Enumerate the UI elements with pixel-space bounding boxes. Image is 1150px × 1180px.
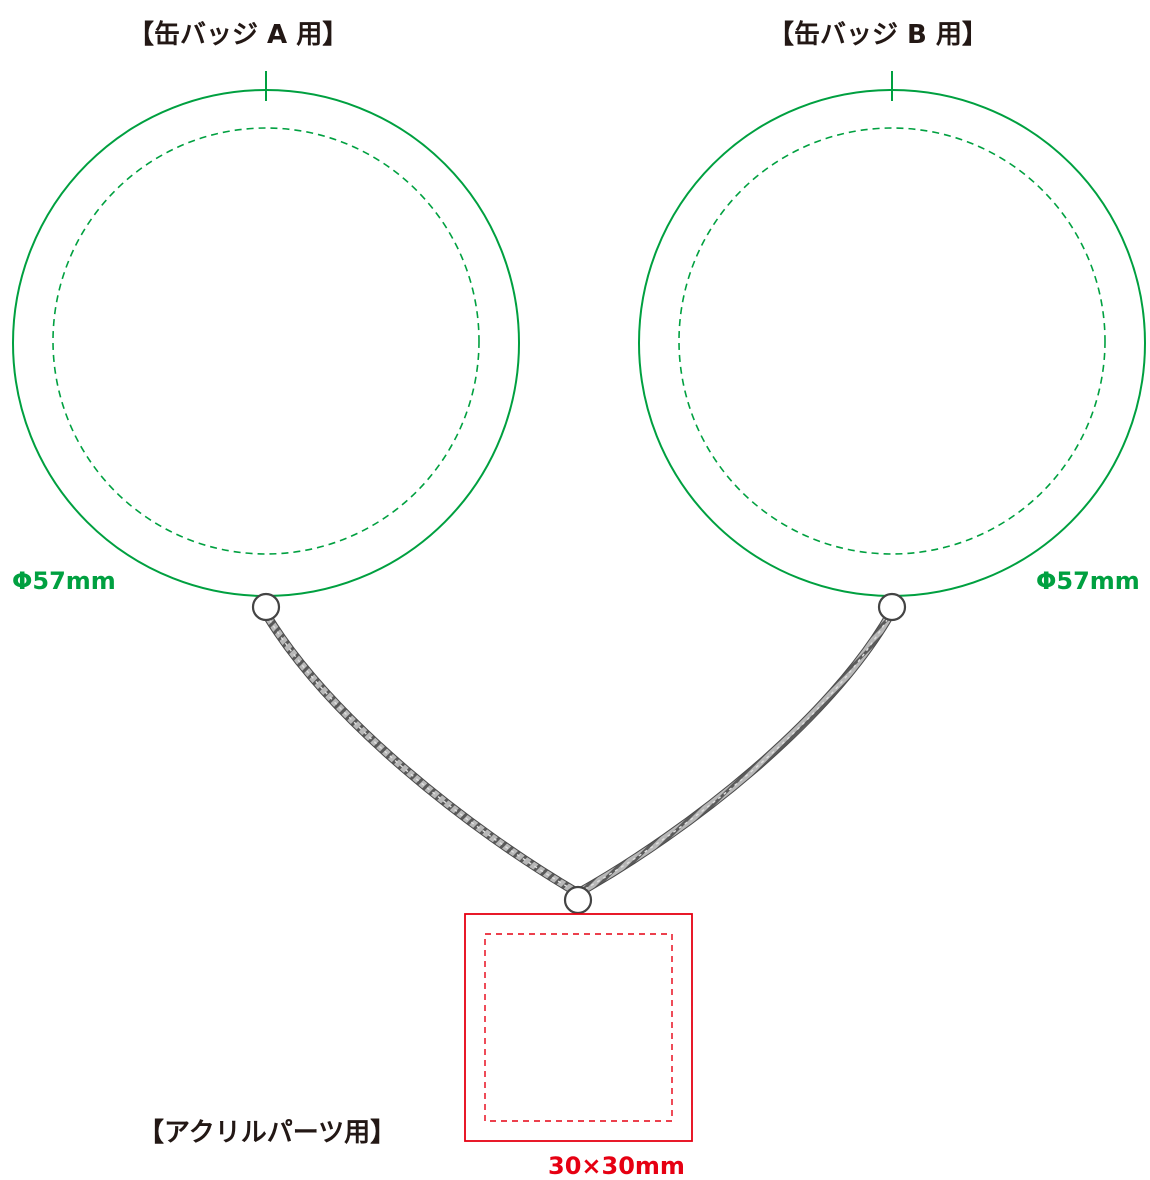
badge-a-outer-circle bbox=[12, 89, 520, 597]
badge-a-title: 【缶バッジ A 用】 bbox=[128, 20, 349, 50]
acrylic-dimension: 30×30mm bbox=[548, 1152, 685, 1180]
ring-acrylic bbox=[563, 885, 593, 915]
acrylic-title: 【アクリルパーツ用】 bbox=[138, 1118, 397, 1148]
badge-b-dimension: Φ57mm bbox=[1036, 567, 1140, 595]
chain-right bbox=[573, 608, 896, 898]
badge-a-dimension: Φ57mm bbox=[12, 567, 116, 595]
badge-b-template bbox=[638, 71, 1146, 597]
ring-badge-b bbox=[877, 592, 907, 622]
ring-badge-a bbox=[251, 592, 281, 622]
chain-left bbox=[261, 609, 583, 898]
badge-b-outer-circle bbox=[638, 89, 1146, 597]
badge-b-safe-area-circle bbox=[678, 127, 1106, 555]
acrylic-outer-square bbox=[464, 913, 693, 1142]
badge-a-safe-area-circle bbox=[52, 127, 480, 555]
acrylic-template bbox=[464, 913, 693, 1142]
badge-b-title: 【缶バッジ B 用】 bbox=[768, 20, 988, 50]
badge-a-template bbox=[12, 71, 520, 597]
acrylic-safe-area-square bbox=[484, 933, 673, 1122]
